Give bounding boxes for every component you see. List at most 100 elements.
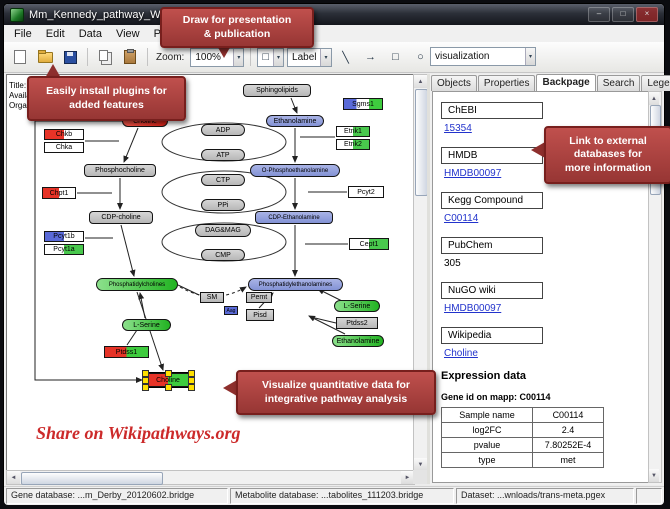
pathway-node-ctp[interactable]: CTP	[201, 174, 245, 186]
rectangle-tool-button[interactable]: □	[392, 51, 399, 63]
datanode-tool-dropdown[interactable]: □ ▾	[257, 47, 285, 67]
paste-button[interactable]	[119, 46, 141, 68]
menu-edit[interactable]: Edit	[45, 27, 65, 40]
pathway-node-l-serine[interactable]: L-Serine	[122, 319, 171, 331]
horizontal-scroll-thumb[interactable]	[21, 472, 163, 485]
callout-draw-presentation: Draw for presentation & publication	[160, 7, 314, 48]
scroll-up-icon[interactable]: ▲	[414, 75, 427, 88]
db-link[interactable]: Choline	[444, 348, 478, 359]
db-link[interactable]: C00114	[444, 213, 479, 224]
tab-objects[interactable]: Objects	[431, 75, 477, 91]
oval-tool-button[interactable]: ○	[417, 51, 424, 63]
pathway-node-chpt1[interactable]: Chpt1	[42, 187, 76, 199]
pathway-node-pisd[interactable]: Pisd	[246, 309, 274, 321]
save-disk-icon	[63, 50, 77, 64]
scroll-right-icon[interactable]: ►	[401, 471, 414, 484]
db-link[interactable]: 15354	[444, 123, 472, 134]
scroll-left-icon[interactable]: ◄	[7, 471, 20, 484]
label-tool-button[interactable]: Label ▾	[287, 47, 332, 67]
callout-install-plugins: Easily install plugins for added feature…	[27, 76, 186, 121]
panel-splitter[interactable]	[427, 74, 430, 484]
new-file-icon	[14, 50, 26, 64]
scroll-up-icon[interactable]: ▲	[649, 92, 659, 105]
label-tool-text: Label	[292, 51, 317, 63]
pathway-node-dag-mag[interactable]: DAG&MAG	[195, 224, 251, 237]
menu-view[interactable]: View	[115, 27, 140, 40]
pathway-node-phosphatidylethanolamines[interactable]: Phosphatidylethanolamines	[248, 278, 343, 291]
pathway-node-chkb[interactable]: Chkb	[44, 129, 84, 140]
pathway-node-pemt[interactable]: Pemt	[246, 292, 272, 303]
db-link[interactable]: HMDB00097	[444, 303, 502, 314]
canvas-horizontal-scrollbar[interactable]: ◄ ►	[6, 470, 415, 485]
table-cell: pvalue	[441, 437, 533, 453]
pathway-node-pcyt2[interactable]: Pcyt2	[348, 186, 384, 198]
pathway-node-atp[interactable]: ATP	[201, 149, 245, 161]
table-cell: 7.80252E-4	[532, 437, 604, 453]
selection-handle[interactable]	[142, 377, 149, 384]
save-button[interactable]	[59, 46, 81, 68]
selection-handle[interactable]	[188, 377, 195, 384]
pathway-node-l-serine[interactable]: L-Serine	[334, 300, 380, 312]
menu-file[interactable]: File	[14, 27, 32, 40]
status-cell: Metabolite database: ...tabolites_111203…	[230, 488, 454, 504]
line-tool-button[interactable]: ╲	[342, 51, 349, 64]
status-cell: Dataset: ...wnloads/trans-meta.pgex	[456, 488, 634, 504]
menu-data[interactable]: Data	[78, 27, 102, 40]
pathway-node-cdp-ethanolamine[interactable]: CDP-Ethanolamine	[255, 211, 333, 224]
callout-arrow-up-icon	[45, 64, 61, 78]
visualization-dropdown[interactable]: visualization ▾	[430, 47, 536, 66]
selection-handle[interactable]	[165, 384, 172, 391]
db-section-header: PubChem	[441, 237, 543, 254]
minimize-button[interactable]: –	[588, 7, 610, 22]
selection-handle[interactable]	[165, 370, 172, 377]
selection-handle[interactable]	[142, 384, 149, 391]
app-window: Mm_Kennedy_pathway_WP1771_45176.gpml – □…	[3, 3, 670, 505]
db-link[interactable]: HMDB00097	[444, 168, 502, 179]
table-cell: C00114	[532, 407, 604, 423]
table-cell: 2.4	[532, 422, 604, 438]
pathway-node-cdp-choline[interactable]: CDP-choline	[89, 211, 153, 224]
close-button[interactable]: ×	[636, 7, 658, 22]
pathway-node-pcyt1b[interactable]: Pcyt1b	[44, 231, 84, 242]
selection-handle[interactable]	[188, 370, 195, 377]
pathway-node-adp[interactable]: ADP	[201, 124, 245, 136]
db-section-header: HMDB	[441, 147, 543, 164]
pathway-node-aag[interactable]: Aag	[224, 306, 238, 315]
pathway-node-sphingolipids[interactable]: Sphingolipids	[243, 84, 311, 97]
pathway-node-phosphocholine[interactable]: Phosphocholine	[84, 164, 156, 177]
pathway-node-ptdss1[interactable]: Ptdss1	[104, 346, 149, 358]
pathway-node-sm[interactable]: SM	[200, 292, 224, 303]
tab-backpage[interactable]: Backpage	[536, 74, 596, 91]
open-file-button[interactable]	[34, 46, 56, 68]
copy-button[interactable]	[94, 46, 116, 68]
pathway-node-ppi[interactable]: PPi	[201, 199, 245, 211]
pathway-node-phosphatidylcholines[interactable]: Phosphatidylcholines	[96, 278, 178, 291]
tab-search[interactable]: Search	[596, 75, 641, 91]
arrow-tool-button[interactable]: →	[365, 51, 376, 63]
pathway-node-o-phosphoethanolamine[interactable]: O-Phosphoethanolamine	[250, 164, 340, 177]
scroll-down-icon[interactable]: ▼	[414, 458, 427, 471]
new-file-button[interactable]	[9, 46, 31, 68]
selection-handle[interactable]	[142, 370, 149, 377]
pathway-node-pcyt1a[interactable]: Pcyt1a	[44, 244, 84, 255]
pathway-node-chka[interactable]: Chka	[44, 142, 84, 153]
callout-arrow-left-icon	[531, 142, 545, 158]
pathway-node-ethanolamine[interactable]: Ethanolamine	[332, 335, 384, 347]
pathway-node-etnk1[interactable]: Etnk1	[336, 126, 370, 137]
pathway-node-cept1[interactable]: Cept1	[349, 238, 389, 250]
tab-legend[interactable]: Legend	[641, 75, 670, 91]
scroll-down-icon[interactable]: ▼	[649, 469, 659, 482]
tab-properties[interactable]: Properties	[477, 75, 536, 91]
pathway-node-etnk2[interactable]: Etnk2	[336, 139, 370, 150]
selection-handle[interactable]	[188, 384, 195, 391]
pathway-node-cmp[interactable]: CMP	[201, 249, 245, 261]
pathway-node-ethanolamine[interactable]: Ethanolamine	[266, 115, 324, 127]
db-section-header: NuGO wiki	[441, 282, 543, 299]
pathway-node-sgms1[interactable]: Sgms1	[343, 98, 383, 110]
pathway-node-ptdss2[interactable]: Ptdss2	[336, 317, 378, 329]
maximize-button[interactable]: □	[612, 7, 634, 22]
